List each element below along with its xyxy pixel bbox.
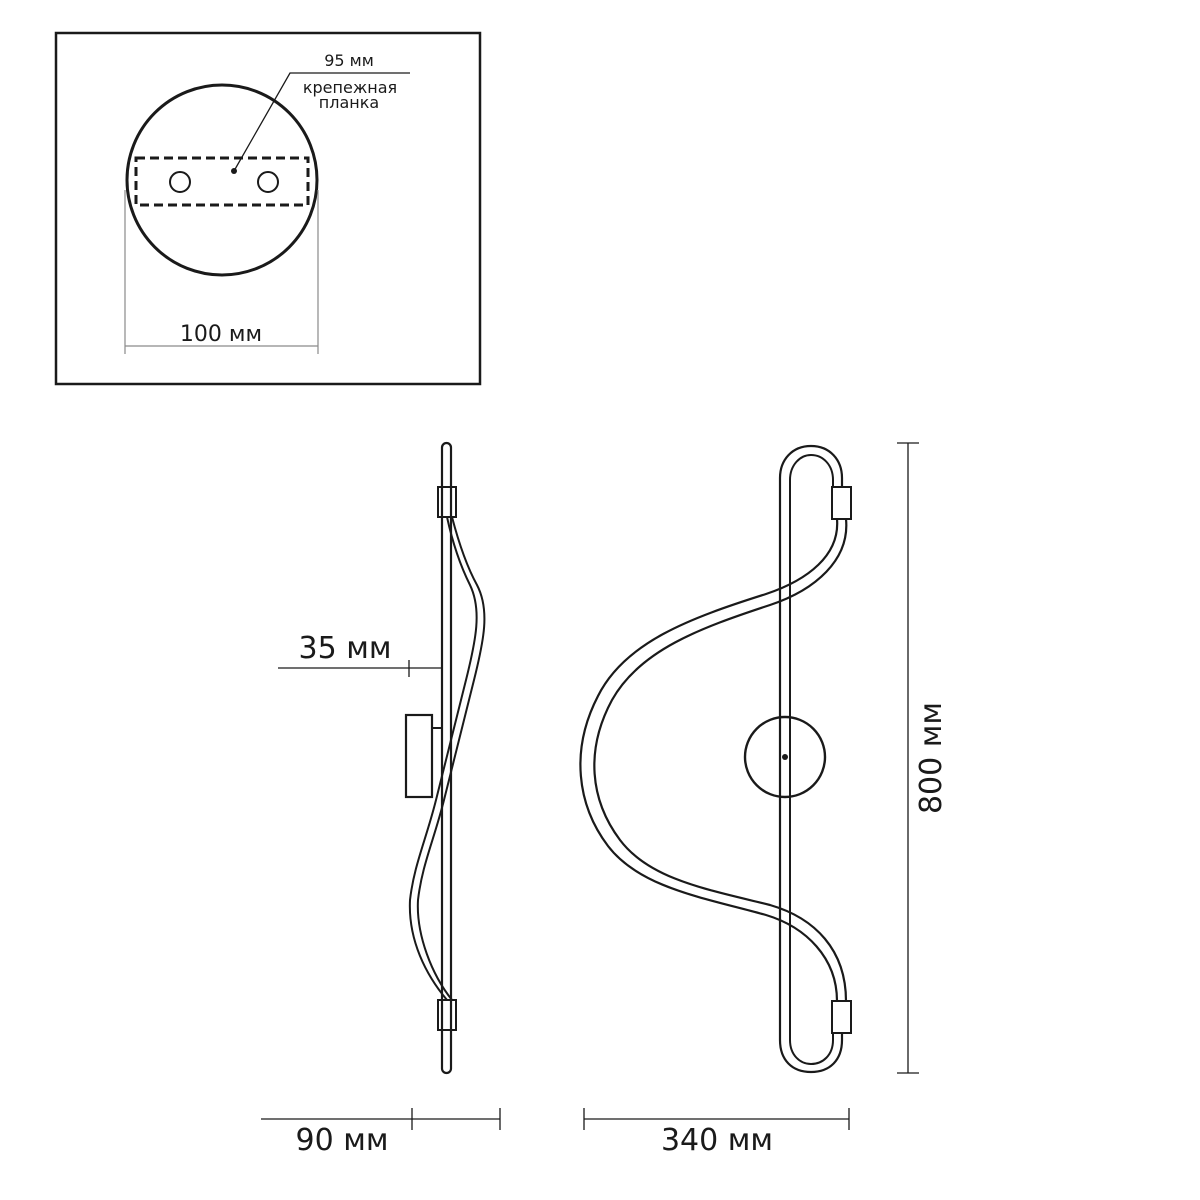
side-back-rod [440,441,453,1075]
front-frame-outer-bottom [778,1033,844,1074]
base-circle [125,83,319,277]
side-view: 35 мм 90 мм [261,441,501,1158]
front-frame-inner-bottom [789,1033,834,1066]
side-cap-top [437,486,457,518]
front-base-center [782,754,788,760]
width-label: 340 мм [661,1123,773,1158]
screw-hole-right [257,171,279,193]
side-wall-base [404,713,434,799]
plate-width-label: 95 мм [324,51,374,70]
mounting-plate-outline [134,156,310,207]
plate-name-line1: крепежная [303,78,397,97]
inset-frame [54,31,482,386]
front-frame-inner-top [789,453,834,1040]
front-view: 340 мм 800 мм [579,442,949,1158]
front-cap-bottom [831,1000,852,1034]
plate-name-line2: планка [319,93,379,112]
height-label: 800 мм [914,702,949,814]
mounting-inset: 95 мм крепежная планка 100 мм [54,31,482,386]
side-cap-bottom [437,999,457,1031]
front-tube-inner [579,518,839,1002]
side-tube-inner [416,516,486,1001]
base-diameter-label: 100 мм [180,322,262,347]
plate-leader-line [233,72,410,172]
front-frame-outer-top [778,444,844,1040]
screw-hole-left [169,171,191,193]
offset-label: 35 мм [299,631,392,666]
front-cap-top [831,486,852,520]
depth-label: 90 мм [296,1123,389,1158]
front-tube-outer [593,518,848,1002]
front-wall-base [743,715,827,799]
side-tube-outer [408,516,478,1001]
